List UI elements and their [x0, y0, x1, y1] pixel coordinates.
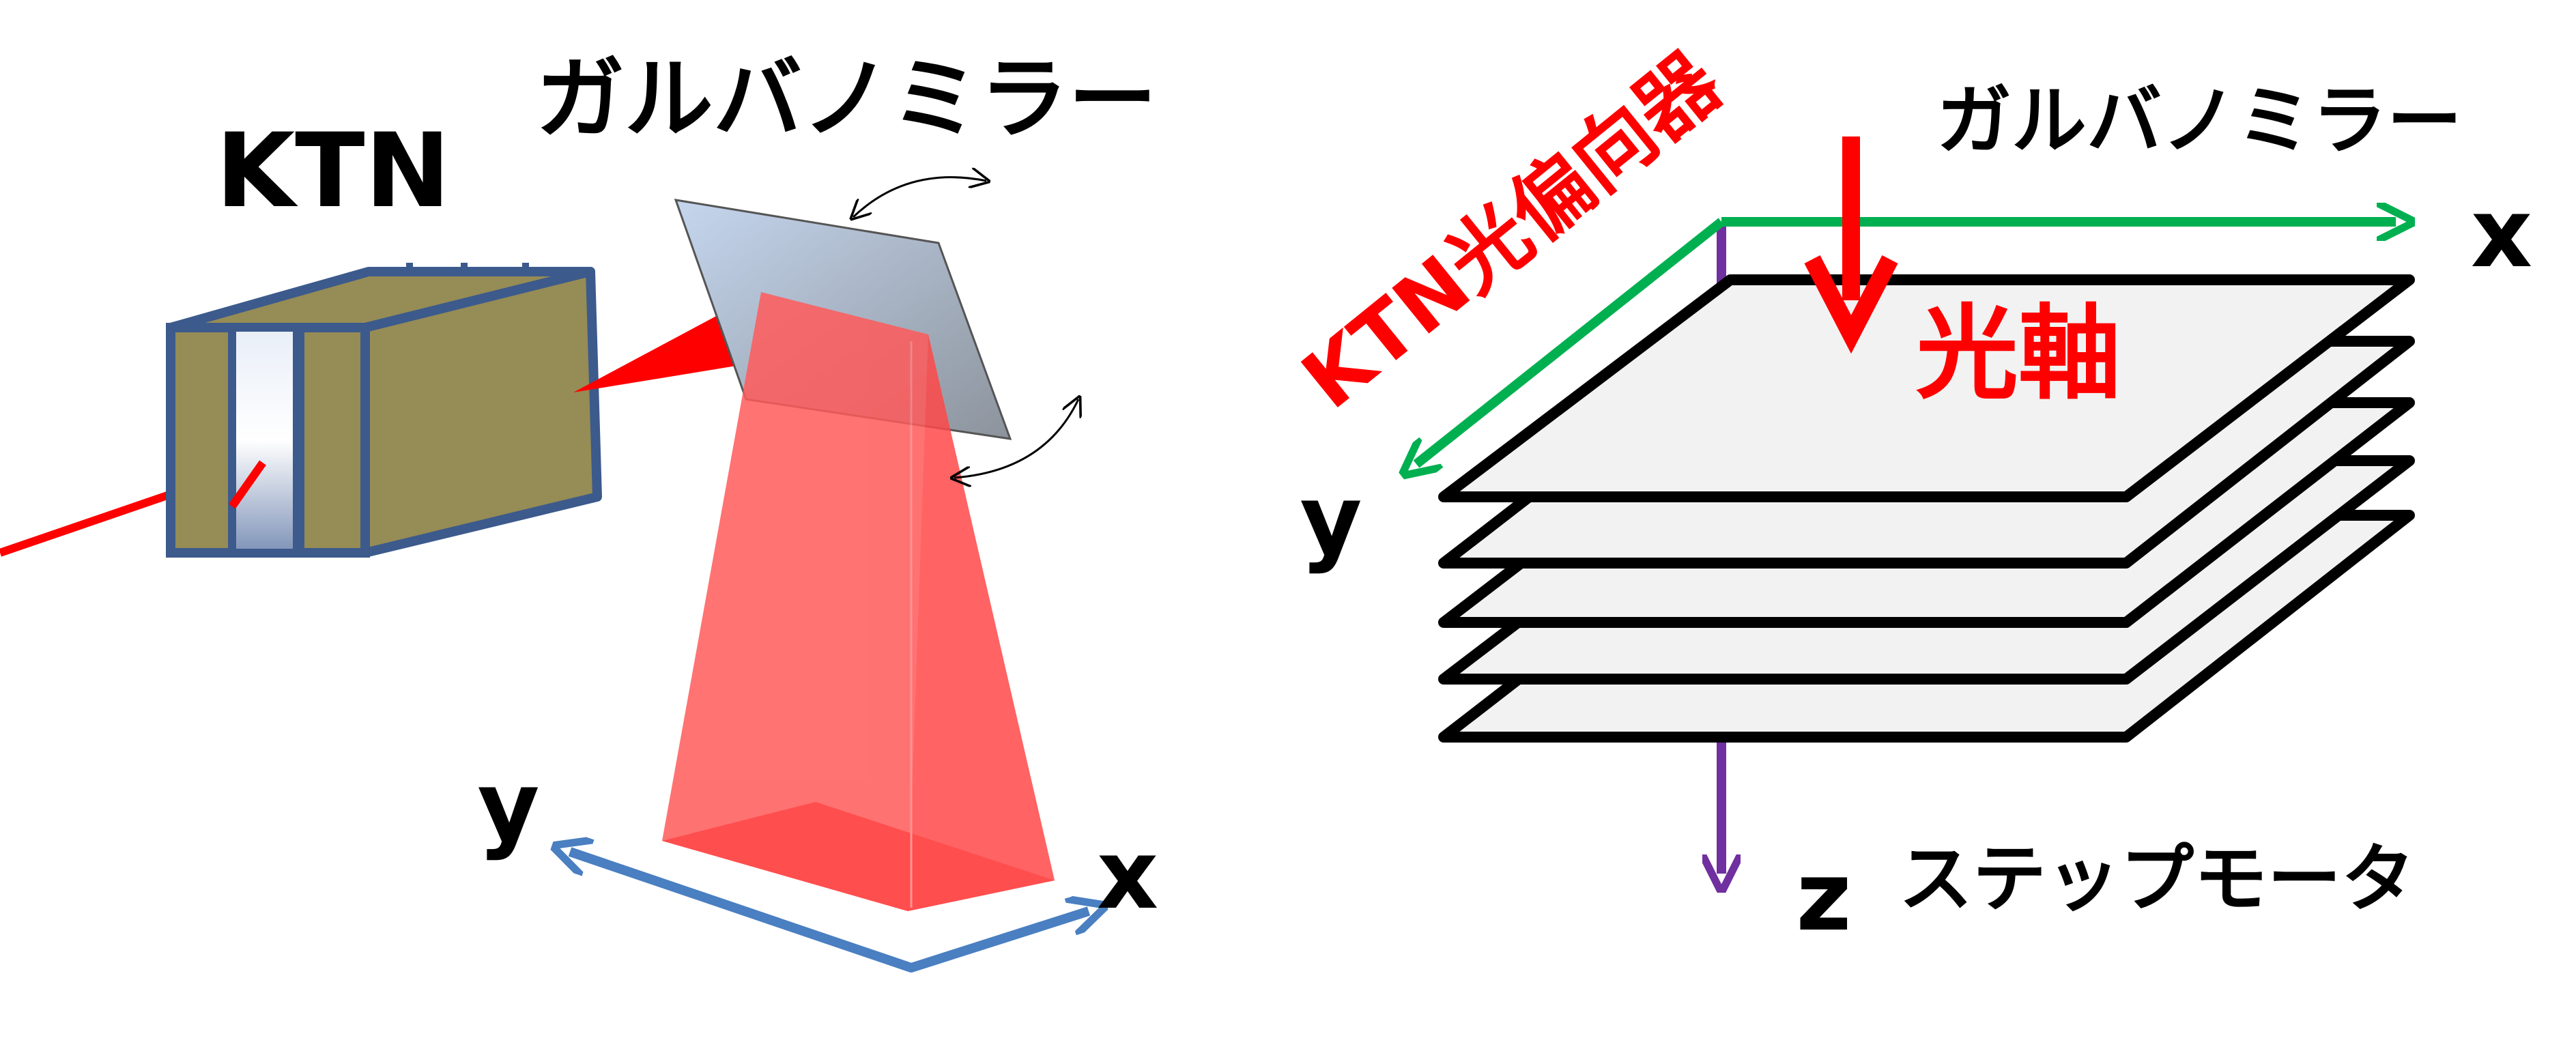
- optical-axis-label: 光軸: [1916, 295, 2121, 414]
- plate-stack: [1438, 274, 2415, 743]
- scan-beam-volume: [662, 292, 1055, 911]
- mirror-rotation-arrow-side: [954, 399, 1078, 478]
- left-panel: KTN ガルバノミラー y x: [0, 47, 1158, 973]
- right-axis-z-label: z: [1796, 842, 1851, 953]
- y-axis: [1416, 218, 1725, 464]
- layer-plate-top: [1438, 274, 2415, 502]
- ktn-label: KTN: [216, 112, 450, 231]
- left-xy-axes: [570, 852, 1089, 973]
- galvano-mirror-label-right: ガルバノミラー: [1936, 77, 2462, 164]
- laser-in-crystal: [229, 460, 266, 509]
- stepper-motor-label: ステップモータ: [1899, 837, 2415, 922]
- mirror-rotation-arrow-top: [853, 177, 986, 217]
- right-axis-y-label: y: [1300, 465, 1362, 576]
- galvano-mirror-label-left: ガルバノミラー: [536, 47, 1157, 151]
- left-axis-x-label: x: [1097, 820, 1158, 931]
- ktn-electrode-slit: [228, 323, 301, 557]
- optical-axis-arrow: [1804, 136, 1898, 354]
- left-axis-y-label: y: [477, 751, 539, 863]
- ktn-crystal: [166, 263, 602, 558]
- right-axis-x-label: x: [2471, 178, 2532, 289]
- right-panel: ガルバノミラー KTN光偏向器 光軸 x y z ステップモータ: [1285, 34, 2532, 953]
